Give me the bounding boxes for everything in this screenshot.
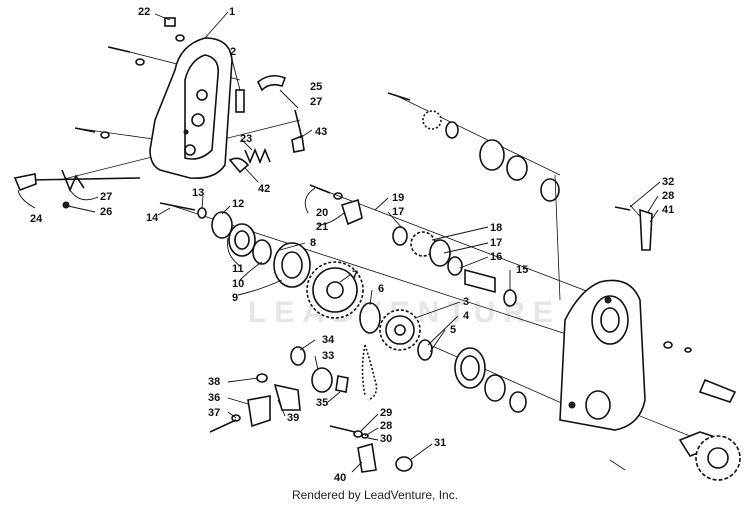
callout-label: 36 bbox=[208, 392, 220, 404]
callout-label: 41 bbox=[662, 204, 674, 216]
callout-label: 7 bbox=[352, 269, 358, 281]
callout-label: 28 bbox=[662, 190, 674, 202]
bottom-hardware bbox=[329, 425, 413, 473]
upper-cover-plate bbox=[149, 37, 233, 180]
callout-label: 27 bbox=[100, 191, 112, 203]
callout-label: 42 bbox=[258, 183, 270, 195]
callout-label: 25 bbox=[310, 81, 322, 93]
callout-label: 3 bbox=[463, 296, 469, 308]
callout-label: 9 bbox=[232, 292, 238, 304]
callout-label: 33 bbox=[322, 350, 334, 362]
upper-shaft-parts bbox=[387, 92, 653, 251]
callout-label: 5 bbox=[450, 324, 456, 336]
callout-label: 27 bbox=[310, 96, 322, 108]
callout-label: 40 bbox=[334, 472, 346, 484]
bearing-rings bbox=[454, 347, 527, 413]
callout-label: 6 bbox=[378, 283, 384, 295]
callout-label: 43 bbox=[315, 126, 327, 138]
callout-label: 30 bbox=[380, 433, 392, 445]
callout-label: 20 bbox=[316, 207, 328, 219]
callout-label: 32 bbox=[662, 176, 674, 188]
callout-label: 13 bbox=[192, 187, 204, 199]
callout-label: 1 bbox=[229, 6, 235, 18]
render-credit: Rendered by LeadVenture, Inc. bbox=[291, 488, 459, 502]
callout-label: 17 bbox=[490, 237, 502, 249]
callout-label: 21 bbox=[316, 221, 328, 233]
output-shafts bbox=[663, 341, 741, 481]
chaincase-housing bbox=[559, 279, 646, 431]
callout-label: 14 bbox=[146, 212, 159, 224]
callout-label: 29 bbox=[380, 407, 392, 419]
callout-label: 11 bbox=[232, 263, 244, 275]
callout-label: 16 bbox=[490, 251, 502, 263]
callout-label: 39 bbox=[287, 412, 299, 424]
tensioner-parts bbox=[209, 346, 349, 433]
callout-label: 38 bbox=[208, 376, 220, 388]
leader-lines bbox=[17, 11, 661, 473]
clutch-gear-stack bbox=[159, 202, 311, 288]
callout-label: 35 bbox=[316, 397, 328, 409]
callout-label: 2 bbox=[230, 46, 236, 58]
callout-label: 37 bbox=[208, 407, 220, 419]
callout-label: 23 bbox=[240, 133, 252, 145]
callout-label: 17 bbox=[392, 206, 404, 218]
callout-label: 18 bbox=[490, 222, 502, 234]
drive-chain bbox=[361, 344, 378, 401]
callout-label: 24 bbox=[30, 213, 43, 225]
callout-label: 8 bbox=[310, 237, 316, 249]
shift-lever bbox=[13, 169, 141, 209]
callout-label: 34 bbox=[322, 334, 335, 346]
callout-label: 22 bbox=[138, 6, 150, 18]
countershaft-parts bbox=[309, 184, 517, 307]
callout-label: 19 bbox=[392, 192, 404, 204]
callout-label: 15 bbox=[516, 264, 528, 276]
callout-label: 12 bbox=[232, 198, 244, 210]
callout-label: 10 bbox=[232, 278, 244, 290]
callout-label: 28 bbox=[380, 420, 392, 432]
callout-label: 26 bbox=[100, 206, 112, 218]
small-hardware-top bbox=[74, 17, 305, 174]
callout-label: 31 bbox=[434, 437, 446, 449]
callout-label: 4 bbox=[463, 310, 470, 322]
callout-labels: 22 1 2 25 27 23 43 42 27 24 26 13 12 14 … bbox=[30, 6, 674, 484]
